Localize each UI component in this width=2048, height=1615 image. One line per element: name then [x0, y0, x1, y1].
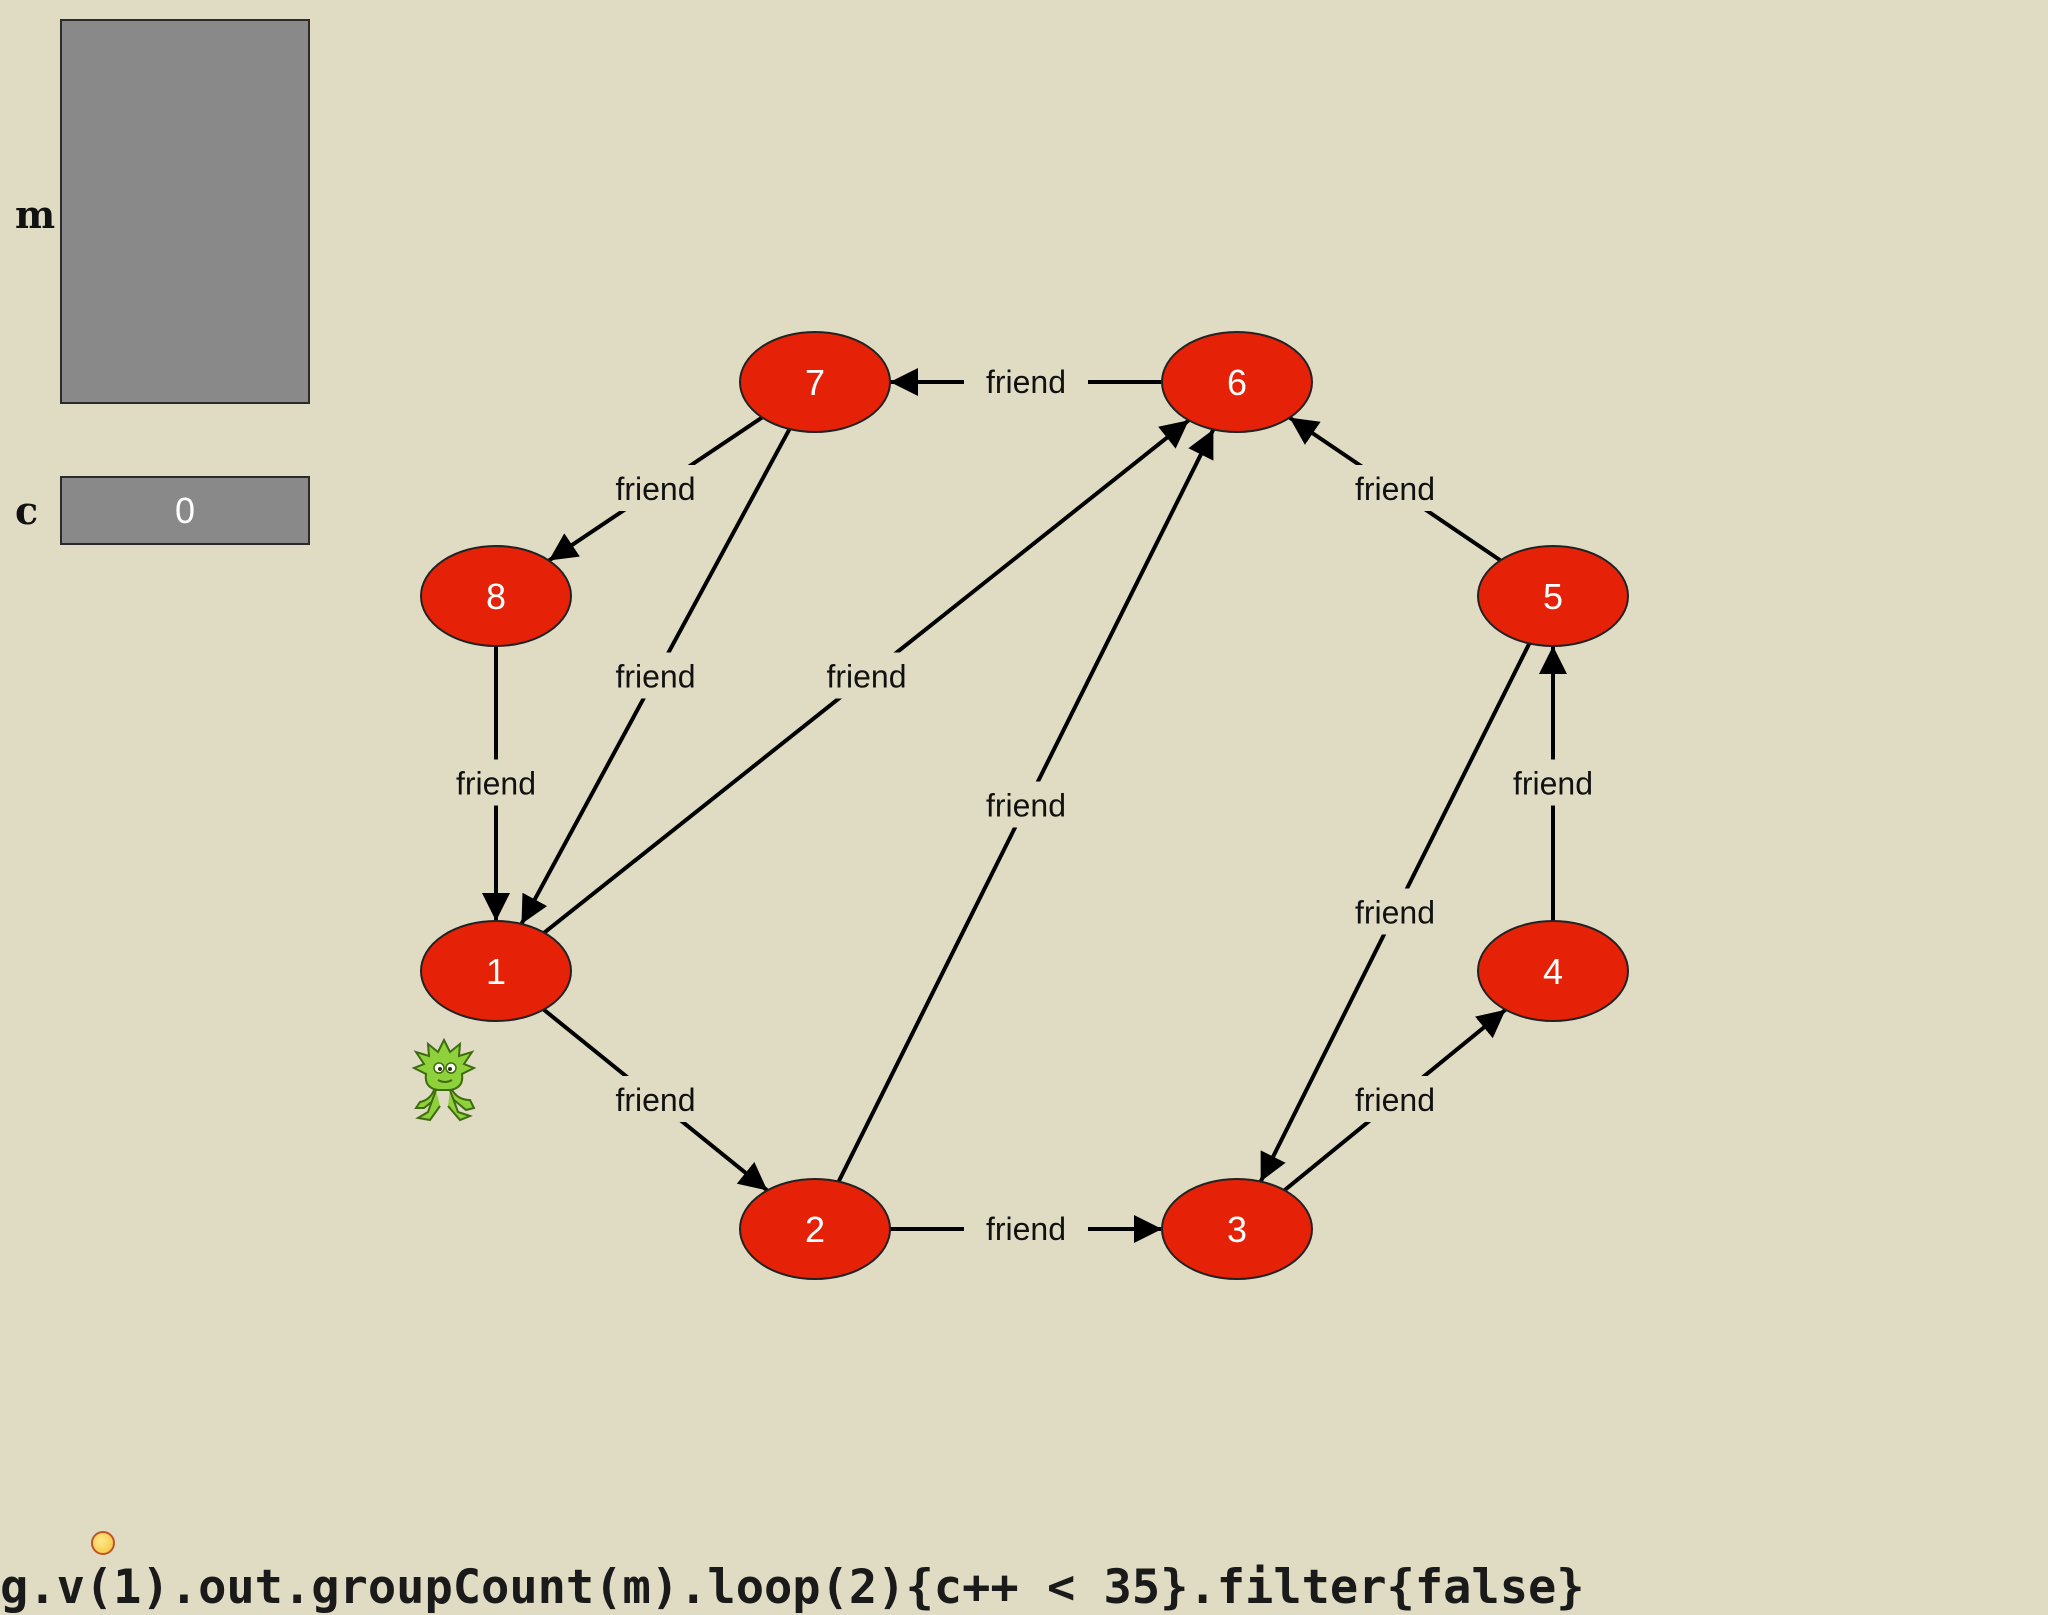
vertex-label: 2 — [805, 1209, 825, 1250]
edge-3-4: friend — [1283, 1008, 1507, 1192]
variable-m-label: m — [15, 192, 56, 237]
edge-2-3: friend — [890, 1205, 1162, 1251]
variable-m-box — [60, 19, 310, 404]
vertex-label: 8 — [486, 576, 506, 617]
gremlin-mascot-icon — [411, 1037, 477, 1122]
vertex-label: 6 — [1227, 362, 1247, 403]
edge-6-7: friend — [890, 358, 1162, 404]
vertex-shape[interactable] — [1477, 920, 1629, 1022]
edge-label-background — [1333, 465, 1457, 511]
edge-label-background — [593, 465, 718, 511]
edge-5-3: friend — [1258, 642, 1532, 1183]
edge-label: friend — [1355, 895, 1435, 931]
circle-marker-icon — [91, 1531, 115, 1555]
edge-label-background — [964, 358, 1088, 404]
edge-7-8: friend — [547, 415, 764, 563]
vertex-6[interactable]: 6 — [1161, 331, 1313, 433]
vertex-1[interactable]: 1 — [420, 920, 572, 1022]
edge-label: friend — [1513, 766, 1593, 802]
edge-8-1: friend — [434, 646, 558, 921]
vertex-shape[interactable] — [1477, 545, 1629, 647]
edge-2-6: friend — [836, 428, 1216, 1183]
vertex-3[interactable]: 3 — [1161, 1178, 1313, 1280]
edge-1-6: friend — [542, 418, 1191, 935]
vertex-label: 3 — [1227, 1209, 1247, 1250]
vertex-7[interactable]: 7 — [739, 331, 891, 433]
query-expression: g.v(1).out.groupCount(m).loop(2){c++ < 3… — [0, 1560, 1585, 1615]
vertex-shape[interactable] — [739, 1178, 891, 1280]
vertex-label: 7 — [805, 362, 825, 403]
edge-label-background — [593, 652, 718, 699]
vertex-shape[interactable] — [420, 920, 572, 1022]
edge-label-background — [593, 1076, 718, 1122]
vertex-2[interactable]: 2 — [739, 1178, 891, 1280]
vertex-shape[interactable] — [420, 545, 572, 647]
vertex-label: 5 — [1543, 576, 1563, 617]
edge-7-1: friend — [519, 428, 792, 925]
edge-label: friend — [826, 659, 906, 695]
edge-label: friend — [456, 766, 536, 802]
edge-label-background — [434, 759, 558, 806]
vertex-5[interactable]: 5 — [1477, 545, 1629, 647]
variable-c-label: c — [15, 488, 39, 533]
edge-label: friend — [1355, 1082, 1435, 1118]
edge-label: friend — [986, 788, 1066, 824]
edge-label: friend — [615, 471, 695, 507]
edge-label: friend — [986, 1211, 1066, 1247]
vertex-label: 4 — [1543, 951, 1563, 992]
edge-4-5: friend — [1491, 646, 1615, 921]
vertex-4[interactable]: 4 — [1477, 920, 1629, 1022]
vertex-shape[interactable] — [1161, 1178, 1313, 1280]
edge-label-background — [1333, 1076, 1457, 1122]
edge-label: friend — [1355, 471, 1435, 507]
edge-label-background — [1333, 888, 1457, 935]
vertex-shape[interactable] — [1161, 331, 1313, 433]
edge-label-background — [804, 652, 929, 699]
vertex-label: 1 — [486, 951, 506, 992]
edge-label-background — [964, 781, 1088, 828]
edge-label-background — [1491, 759, 1615, 806]
variable-c-box: 0 — [60, 476, 310, 545]
edge-label-background — [964, 1205, 1088, 1251]
vertex-shape[interactable] — [739, 331, 891, 433]
edge-label: friend — [615, 659, 695, 695]
edge-label: friend — [615, 1082, 695, 1118]
edge-5-6: friend — [1288, 415, 1502, 563]
edge-label: friend — [986, 364, 1066, 400]
edge-1-2: friend — [542, 1008, 769, 1192]
vertex-8[interactable]: 8 — [420, 545, 572, 647]
